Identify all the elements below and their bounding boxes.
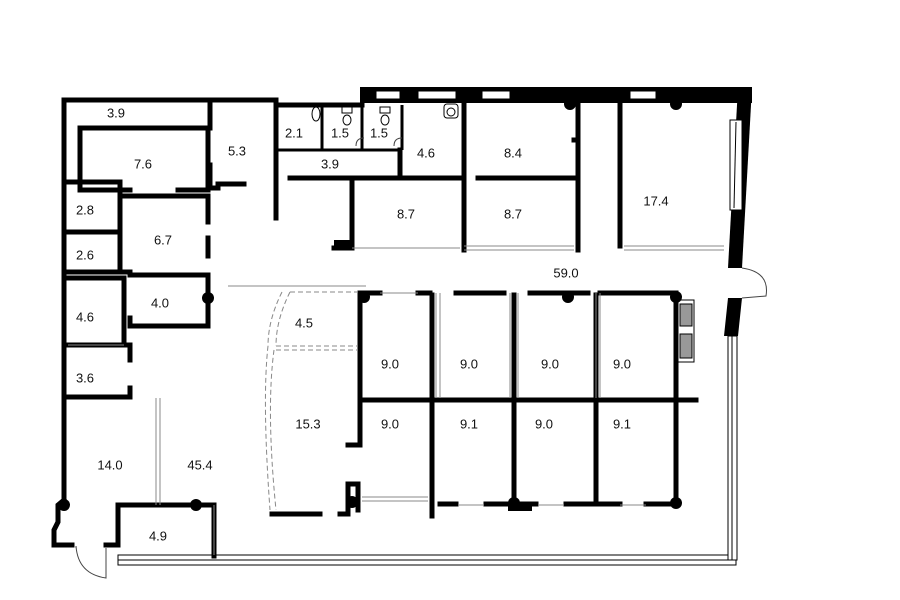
area-label: 4.6	[417, 145, 435, 160]
area-label: 15.3	[295, 416, 320, 431]
shafts	[677, 299, 695, 363]
area-label: 4.9	[149, 528, 167, 543]
sanitary-fixtures	[311, 103, 459, 147]
area-label: 9.0	[381, 416, 399, 431]
area-label: 1.5	[331, 125, 349, 140]
area-label: 3.6	[76, 370, 94, 385]
area-label: 8.4	[504, 145, 522, 160]
glass-partitions	[68, 245, 724, 555]
interior-walls	[61, 100, 699, 559]
area-label: 59.0	[553, 265, 578, 280]
area-label: 5.3	[228, 143, 246, 158]
area-label: 3.9	[321, 156, 339, 171]
area-label: 2.1	[285, 125, 303, 140]
area-label: 3.9	[107, 105, 125, 120]
area-label: 6.7	[154, 232, 172, 247]
area-label: 45.4	[187, 457, 212, 472]
area-label: 17.4	[643, 193, 668, 208]
area-label: 9.0	[541, 356, 559, 371]
area-label: 2.6	[76, 247, 94, 262]
door-arcs	[75, 267, 767, 579]
area-label: 9.1	[613, 416, 631, 431]
area-labels: 3.9 7.6 5.3 2.1 1.5 1.5 4.6 8.4 3.9 2.8 …	[76, 105, 669, 543]
area-label: 4.0	[151, 295, 169, 310]
area-label: 9.0	[535, 416, 553, 431]
area-label: 8.7	[504, 206, 522, 221]
top-windows	[375, 90, 657, 100]
dashed-partitions	[264, 291, 358, 511]
area-label: 4.6	[76, 309, 94, 324]
area-label: 9.0	[381, 356, 399, 371]
area-label: 9.1	[460, 416, 478, 431]
area-label: 4.5	[295, 315, 313, 330]
area-label: 9.0	[460, 356, 478, 371]
area-label: 8.7	[397, 206, 415, 221]
area-label: 7.6	[134, 156, 152, 171]
area-label: 2.8	[76, 202, 94, 217]
area-label: 14.0	[97, 457, 122, 472]
area-label: 1.5	[370, 125, 388, 140]
area-label: 9.0	[613, 356, 631, 371]
